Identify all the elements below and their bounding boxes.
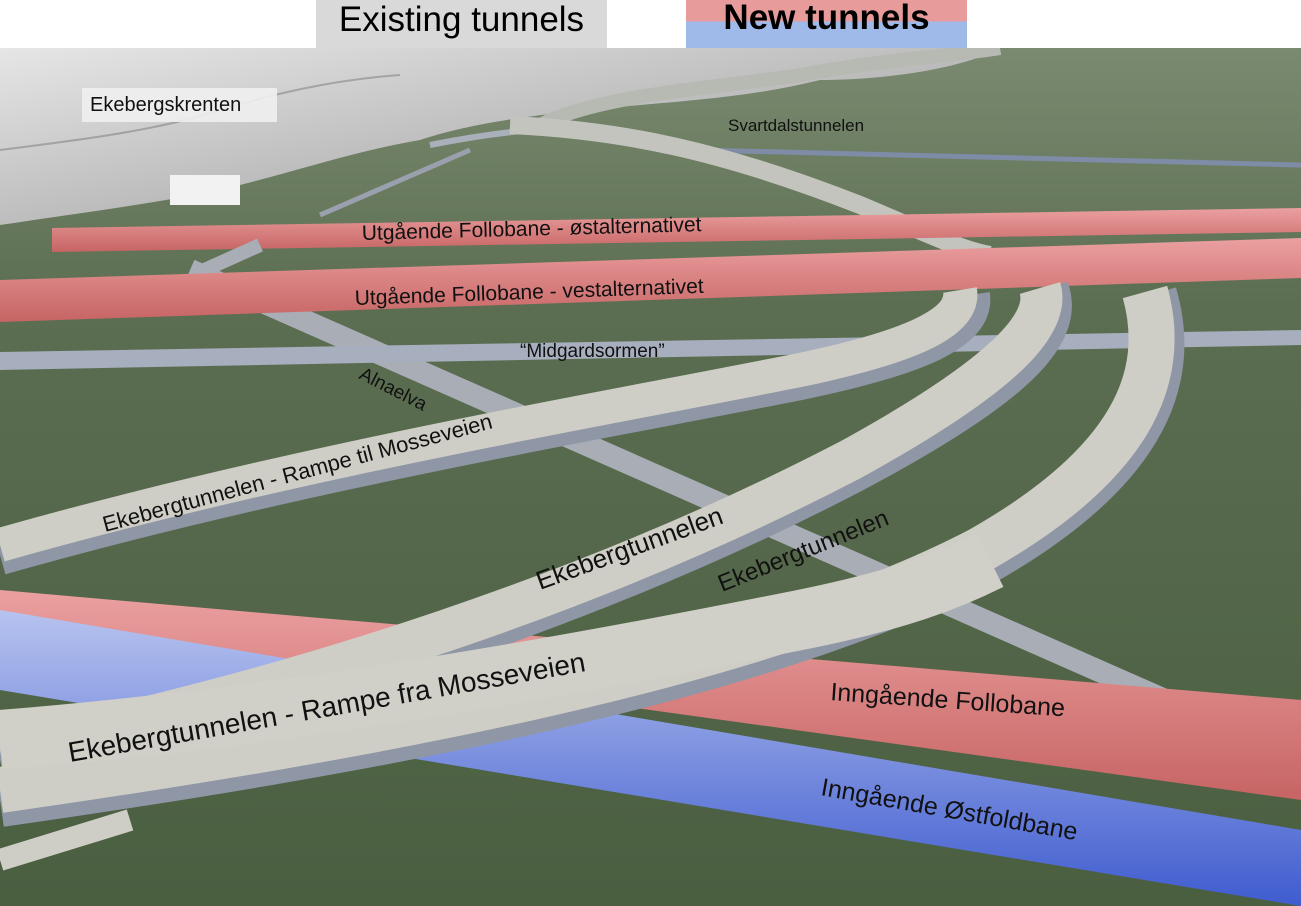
- tunnel-3d-view: Ekebergskrenten Svartdalstunnelen Utgåen…: [0, 48, 1301, 906]
- building: [170, 175, 240, 205]
- midgardsormen-label: “Midgardsormen”: [520, 341, 665, 362]
- svartdalstunnelen-lower: [509, 116, 992, 264]
- legend-new-tunnels: New tunnels: [686, 0, 967, 48]
- follobane-vest-tunnel: [0, 238, 1301, 322]
- ekebergskrenten-label: Ekebergskrenten: [90, 94, 241, 116]
- distant-tunnel-west: [319, 147, 471, 218]
- midgardsormen-tunnel: [0, 330, 1301, 370]
- svartdalstunnelen-upper: [536, 48, 1002, 132]
- follobane-ost-tunnel: [52, 208, 1301, 252]
- rampe-til-tunnel: [0, 287, 978, 562]
- alnaelva-tunnel-end: [197, 238, 263, 279]
- legend-new-label: New tunnels: [723, 0, 930, 37]
- distant-tunnel-east: [699, 147, 1301, 168]
- tunnel-end-left: [0, 809, 134, 871]
- svartdalstunnelen-label: Svartdalstunnelen: [728, 116, 864, 135]
- ekebergskrenten-label-bg: [82, 88, 277, 122]
- legend-existing-label: Existing tunnels: [338, 0, 585, 39]
- legend-existing-tunnels: Existing tunnels: [316, 0, 607, 48]
- rampe-fra-tunnel: [0, 533, 1004, 770]
